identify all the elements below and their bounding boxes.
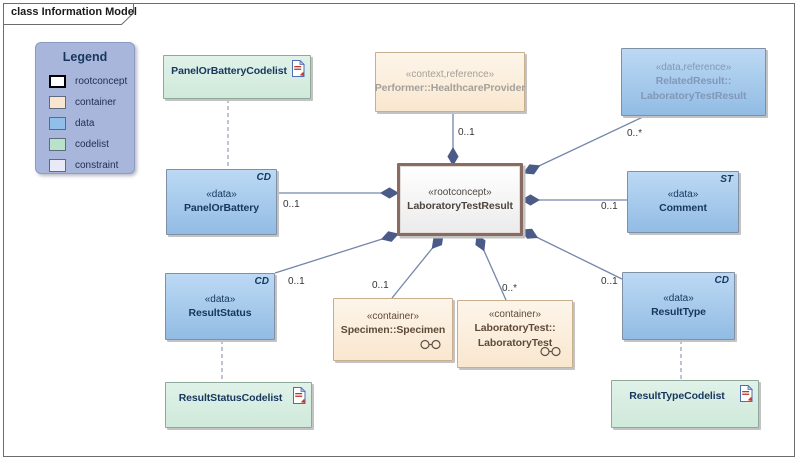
node-name: LaboratoryTest:: LaboratoryTest	[474, 322, 556, 349]
legend-item: constraint	[49, 155, 134, 176]
node-stereotype: «data»	[204, 293, 236, 305]
node-name: Comment	[659, 202, 707, 215]
node-laboratorytest[interactable]: «container» LaboratoryTest:: LaboratoryT…	[457, 300, 573, 368]
multiplicity-label-performer: 0..1	[458, 127, 475, 138]
node-name: Performer::HealthcareProvider	[374, 82, 526, 95]
node-stereotype: «data»	[667, 189, 699, 201]
codelist-swatch-icon	[49, 138, 66, 151]
legend-item: codelist	[49, 134, 134, 155]
frame-tab-shape	[3, 3, 134, 25]
glasses-icon	[419, 337, 443, 355]
legend-item-label: data	[75, 118, 95, 129]
legend-item-label: container	[75, 97, 117, 108]
legend-item-label: rootconcept	[75, 76, 128, 87]
datatype-label: CD	[714, 275, 729, 286]
multiplicity-label-resulttype: 0..1	[601, 276, 618, 287]
linked-document-icon[interactable]	[291, 59, 305, 82]
node-stereotype: «rootconcept»	[428, 186, 492, 198]
node-stereotype: «container»	[366, 310, 420, 322]
linked-document-icon[interactable]	[739, 384, 753, 407]
node-panelorbattery[interactable]: CD «data» PanelOrBattery	[166, 169, 277, 235]
node-stereotype: «context,reference»	[405, 69, 495, 81]
node-stereotype: «data»	[663, 293, 694, 305]
node-resultstatus[interactable]: CD «data» ResultStatus	[165, 273, 275, 340]
node-name: ResultTypeCodelist	[629, 390, 725, 402]
container-swatch-icon	[49, 96, 66, 109]
legend-title: Legend	[62, 50, 108, 64]
node-name: Specimen::Specimen	[340, 323, 446, 336]
data-swatch-icon	[49, 117, 66, 130]
datatype-label: CD	[256, 172, 271, 183]
rootconcept-swatch-icon	[49, 75, 66, 88]
frame-tab: class Information Model	[3, 3, 137, 26]
node-name: ResultStatusCodelist	[178, 392, 283, 404]
legend-item: rootconcept	[49, 71, 134, 92]
legend-item: container	[49, 92, 134, 113]
diagram-frame	[3, 3, 795, 457]
legend-item: data	[49, 113, 134, 134]
diagram-title: class Information Model	[11, 6, 137, 18]
datatype-label: ST	[720, 174, 733, 185]
node-stereotype: «data»	[206, 189, 237, 201]
datatype-label: CD	[254, 276, 269, 287]
node-comment[interactable]: ST «data» Comment	[627, 171, 739, 233]
node-performer-healthcareprovider[interactable]: «context,reference» Performer::Healthcar…	[375, 52, 525, 112]
node-name: PanelOrBattery	[183, 202, 260, 215]
node-name: ResultStatus	[188, 306, 252, 319]
multiplicity-label-panelorbattery: 0..1	[283, 199, 300, 210]
node-name: PanelOrBatteryCodelist	[171, 65, 287, 77]
node-resulttype[interactable]: CD «data» ResultType	[622, 272, 735, 340]
node-panelorbatterycodelist[interactable]: PanelOrBatteryCodelist	[163, 55, 311, 99]
node-resulttypecodelist[interactable]: ResultTypeCodelist	[611, 380, 759, 428]
node-stereotype: «data,reference»	[655, 62, 732, 74]
node-specimen[interactable]: «container» Specimen::Specimen	[333, 298, 453, 361]
node-name: LaboratoryTestResult	[407, 199, 513, 212]
multiplicity-label-laboratorytest: 0..*	[502, 283, 518, 294]
node-stereotype: «container»	[488, 309, 542, 321]
legend: Legend rootconcept container data codeli…	[35, 42, 135, 174]
node-relatedresult[interactable]: «data,reference» RelatedResult:: Laborat…	[621, 48, 766, 116]
node-laboratorytestresult-root[interactable]: «rootconcept» LaboratoryTestResult	[397, 163, 523, 236]
node-name: RelatedResult:: LaboratoryTestResult	[640, 75, 747, 102]
glasses-icon	[539, 344, 563, 362]
multiplicity-label-resultstatus: 0..1	[288, 276, 305, 287]
legend-item-label: constraint	[75, 160, 119, 171]
multiplicity-label-relatedresult: 0..*	[627, 128, 643, 139]
node-name: ResultType	[651, 306, 706, 319]
linked-document-icon[interactable]	[292, 386, 306, 409]
multiplicity-label-comment: 0..1	[601, 201, 618, 212]
constraint-swatch-icon	[49, 159, 66, 172]
legend-item-label: codelist	[75, 139, 109, 150]
multiplicity-label-specimen: 0..1	[372, 280, 389, 291]
node-resultstatuscodelist[interactable]: ResultStatusCodelist	[165, 382, 312, 428]
